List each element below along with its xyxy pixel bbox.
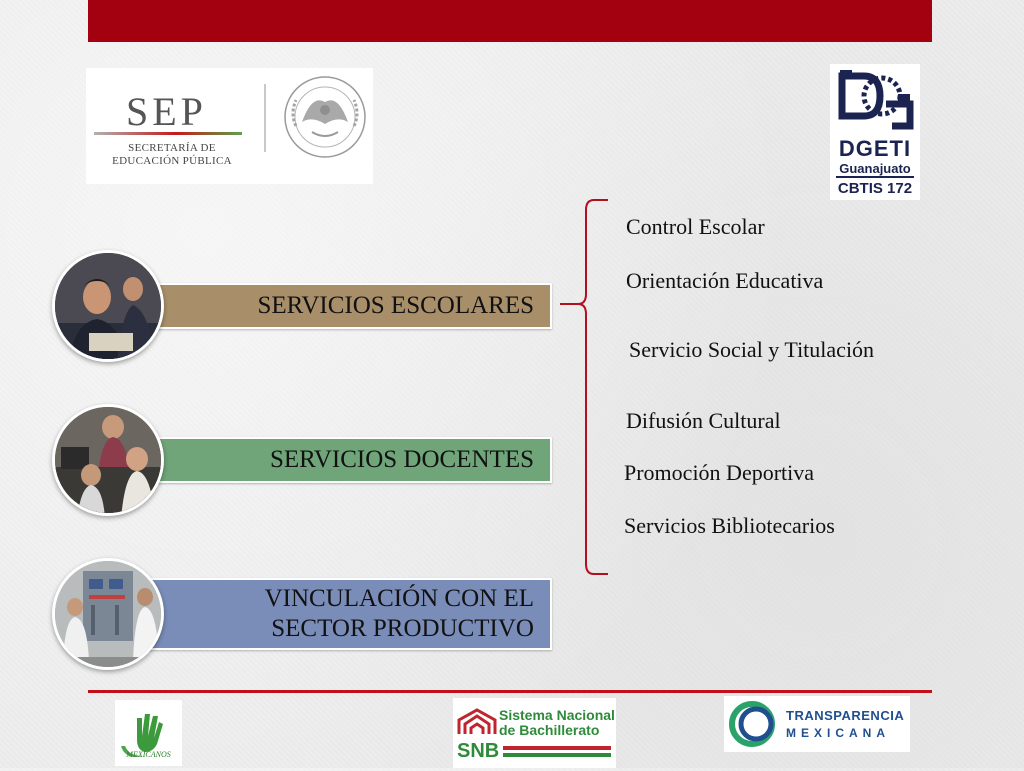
sep-subtitle-line2: EDUCACIÓN PÚBLICA [112, 155, 232, 167]
sep-logo-subtitle: SECRETARÍA DE EDUCACIÓN PÚBLICA [86, 142, 258, 168]
snb-title-line2: de Bachillerato [499, 722, 600, 738]
service-band-escolares[interactable]: SERVICIOS ESCOLARES [110, 283, 552, 329]
list-item-promocion-deportiva[interactable]: Promoción Deportiva [624, 460, 815, 485]
service-band-vinculacion[interactable]: VINCULACIÓN CON EL SECTOR PRODUCTIVO [110, 578, 552, 650]
list-item-difusion-cultural[interactable]: Difusión Cultural [626, 408, 781, 433]
mexicanos-hand-icon [121, 714, 163, 757]
sep-logo-divider [264, 84, 266, 152]
sep-subtitle-line1: SECRETARÍA DE [128, 142, 216, 154]
snb-stripe-red [503, 746, 611, 750]
dgeti-logo: DGETI Guanajuato CBTIS 172 [830, 64, 920, 200]
dgeti-state: Guanajuato [839, 161, 911, 176]
dgeti-emblem-icon [838, 70, 914, 130]
workshop-photo [52, 558, 164, 670]
transparencia-line2: MEXICANA [786, 726, 891, 740]
vinculacion-label-line2: SECTOR PRODUCTIVO [271, 615, 534, 642]
snb-logo: Sistema Nacional de Bachillerato SNB [453, 698, 616, 768]
snb-title: Sistema Nacional de Bachillerato [499, 708, 615, 738]
service-band-docentes[interactable]: SERVICIOS DOCENTES [110, 437, 552, 483]
footer-rule [88, 690, 932, 693]
list-item-orientacion-educativa[interactable]: Orientación Educativa [626, 268, 824, 293]
students-photo [52, 250, 164, 362]
snb-emblem-icon [457, 708, 497, 734]
transparencia-circle-icon [729, 701, 775, 747]
national-seal-icon [284, 76, 366, 158]
snb-abbr: SNB [457, 740, 500, 762]
sep-logo-word: SEP [126, 89, 207, 134]
vinculacion-label-line1: VINCULACIÓN CON EL [264, 585, 534, 612]
mexicanos-logo: MEXICANOS [115, 700, 182, 766]
list-item-servicios-bibliotecarios[interactable]: Servicios Bibliotecarios [624, 513, 835, 538]
list-item-control-escolar[interactable]: Control Escolar [626, 214, 765, 239]
dgeti-divider [836, 176, 914, 178]
mexicanos-label: MEXICANOS [126, 750, 171, 759]
list-item-servicio-social[interactable]: Servicio Social y Titulación [629, 337, 875, 362]
dgeti-school: CBTIS 172 [837, 180, 913, 197]
curly-brace [560, 199, 608, 575]
transparencia-logo: TRANSPARENCIA MEXICANA [724, 696, 910, 752]
snb-title-line1: Sistema Nacional [499, 707, 615, 723]
transparencia-line1: TRANSPARENCIA [786, 708, 905, 723]
classroom-photo [52, 404, 164, 516]
dgeti-name: DGETI [838, 136, 912, 161]
sep-logo-rule [94, 132, 242, 135]
snb-stripe-green [503, 753, 611, 757]
top-accent-bar [88, 0, 932, 42]
sep-logo: SEP SECRETARÍA DE EDUCACIÓN PÚBLICA [86, 68, 373, 184]
